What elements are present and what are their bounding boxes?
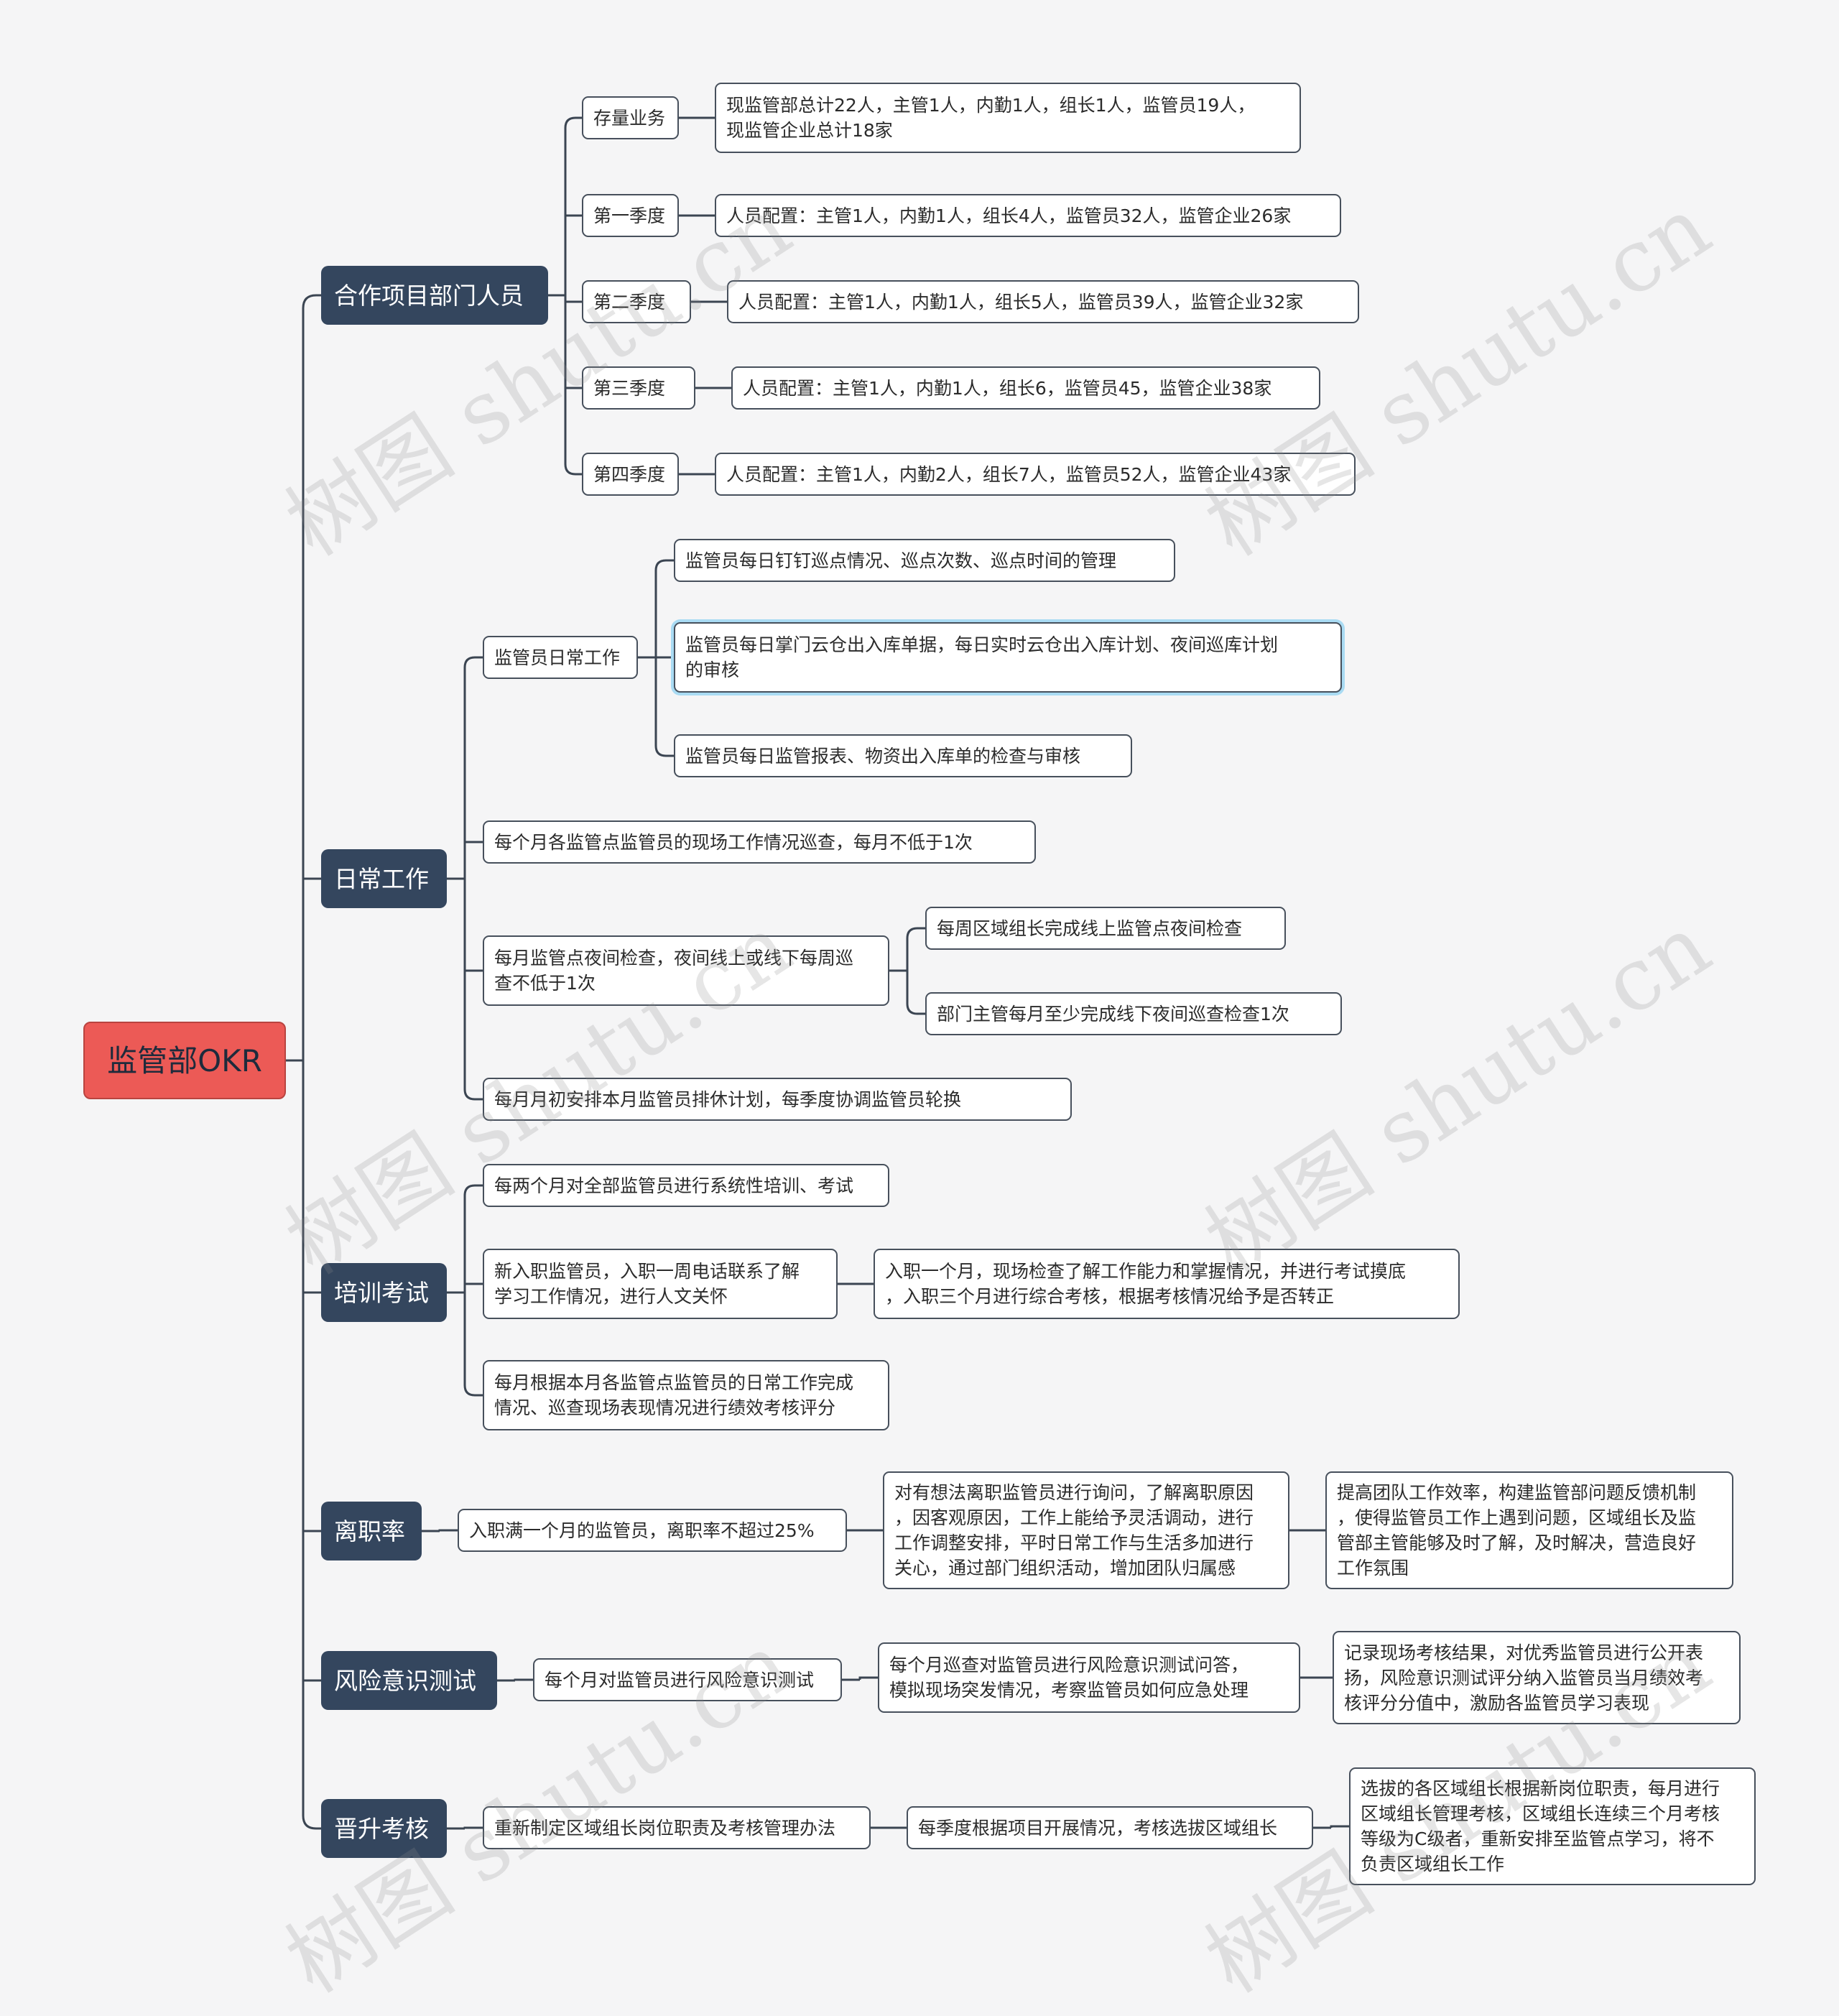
topic-node-b1-3[interactable]: 每月月初安排本月监管员排休计划，每季度协调监管员轮换	[483, 1078, 1072, 1121]
connector-line	[463, 656, 483, 668]
connector-lines	[286, 116, 1349, 1830]
connector-line	[463, 1384, 483, 1397]
topic-node-b1-1[interactable]: 每个月各监管点监管员的现场工作情况巡查，每月不低于1次	[483, 820, 1036, 864]
topic-node-b5-0-0-label: 每季度根据项目开展情况，考核选拔区域组长	[918, 1817, 1278, 1839]
topic-node-b1-0-1-label: 监管员每日掌门云仓出入库单据，每日实时云仓出入库计划、夜间巡库计划 的审核	[685, 634, 1279, 680]
branch-topic-0[interactable]: 合作项目部门人员	[321, 266, 548, 325]
branch-topic-5-label: 晋升考核	[334, 1814, 429, 1843]
topic-node-b0-2[interactable]: 第二季度	[582, 280, 691, 323]
topic-node-b0-0-0-label: 现监管部总计22人，主管1人，内勤1人，组长1人，监管员19人， 现监管企业总计…	[726, 95, 1256, 141]
connector-line	[858, 1676, 878, 1680]
topic-node-b1-2-1[interactable]: 部门主管每月至少完成线下夜间巡查检查1次	[925, 992, 1342, 1035]
topic-node-b2-0[interactable]: 每两个月对全部监管员进行系统性培训、考试	[483, 1164, 889, 1207]
topic-node-b0-4-0[interactable]: 人员配置：主管1人，内勤2人，组长7人，监管员52人，监管企业43家	[715, 453, 1356, 496]
topic-node-b1-0-0-label: 监管员每日钉钉巡点情况、巡点次数、巡点时间的管理	[685, 550, 1117, 571]
topic-node-b5-0[interactable]: 重新制定区域组长岗位职责及考核管理办法	[483, 1806, 871, 1849]
topic-node-b3-0-0-0-label: 提高团队工作效率，构建监管部问题反馈机制 ，使得监管员工作上遇到问题，区域组长及…	[1337, 1482, 1697, 1578]
topic-node-b0-3-0[interactable]: 人员配置：主管1人，内勤1人，组长6，监管员45，监管企业38家	[731, 366, 1320, 410]
topic-node-b3-0[interactable]: 入职满一个月的监管员，离职率不超过25%	[458, 1509, 847, 1552]
topic-node-b2-2[interactable]: 每月根据本月各监管点监管员的日常工作完成 情况、巡查现场表现情况进行绩效考核评分	[483, 1360, 889, 1430]
connector-line	[564, 463, 582, 476]
topic-node-b2-1-0-label: 入职一个月，现场检查了解工作能力和掌握情况，并进行考试摸底 ，入职三个月进行综合…	[885, 1261, 1407, 1307]
topic-node-b0-0[interactable]: 存量业务	[582, 96, 679, 139]
connector-line	[302, 294, 321, 309]
topic-node-b5-0-0-0-label: 选拔的各区域组长根据新岗位职责，每月进行 区域组长管理考核，区域组长连续三个月考…	[1361, 1778, 1720, 1874]
topic-node-b0-0-0[interactable]: 现监管部总计22人，主管1人，内勤1人，组长1人，监管员19人， 现监管企业总计…	[715, 83, 1301, 153]
topic-node-b2-2-label: 每月根据本月各监管点监管员的日常工作完成 情况、巡查现场表现情况进行绩效考核评分	[494, 1372, 854, 1418]
topic-node-b1-1-label: 每个月各监管点监管员的现场工作情况巡查，每月不低于1次	[494, 831, 973, 853]
branch-topic-2-label: 培训考试	[334, 1278, 429, 1307]
branch-topic-3[interactable]: 离职率	[321, 1502, 422, 1560]
topic-node-b0-4[interactable]: 第四季度	[582, 453, 679, 496]
topic-node-b1-0-label: 监管员日常工作	[494, 647, 621, 668]
topic-node-b0-3[interactable]: 第三季度	[582, 366, 695, 410]
topic-node-b1-3-label: 每月月初安排本月监管员排休计划，每季度协调监管员轮换	[494, 1088, 962, 1110]
topic-node-b0-4-label: 第四季度	[593, 463, 666, 485]
branch-topic-4[interactable]: 风险意识测试	[321, 1651, 497, 1710]
branch-topic-1-label: 日常工作	[334, 864, 429, 893]
topic-node-b0-0-label: 存量业务	[593, 107, 666, 129]
topic-node-b0-3-0-label: 人员配置：主管1人，内勤1人，组长6，监管员45，监管企业38家	[743, 377, 1272, 399]
branch-topic-5[interactable]: 晋升考核	[321, 1799, 447, 1858]
connector-line	[654, 559, 674, 571]
topic-node-b4-0-0-0[interactable]: 记录现场考核结果，对优秀监管员进行公开表 扬，风险意识测试评分纳入监管员当月绩效…	[1333, 1631, 1741, 1724]
topic-node-b1-0[interactable]: 监管员日常工作	[483, 636, 638, 679]
topic-node-b1-0-2[interactable]: 监管员每日监管报表、物资出入库单的检查与审核	[674, 734, 1132, 777]
branch-topic-2[interactable]: 培训考试	[321, 1263, 447, 1322]
topic-node-b3-0-0-0[interactable]: 提高团队工作效率，构建监管部问题反馈机制 ，使得监管员工作上遇到问题，区域组长及…	[1325, 1471, 1733, 1589]
topic-node-b0-1-0[interactable]: 人员配置：主管1人，内勤1人，组长4人，监管员32人，监管企业26家	[715, 194, 1341, 237]
connector-line	[906, 1003, 925, 1015]
topic-node-b3-0-0[interactable]: 对有想法离职监管员进行询问，了解离职原因 ，因客观原因，工作上能给予灵活调动，进…	[883, 1471, 1289, 1589]
branch-topic-3-label: 离职率	[334, 1517, 405, 1545]
connector-line	[1330, 1825, 1349, 1828]
topic-node-b0-4-0-label: 人员配置：主管1人，内勤2人，组长7人，监管员52人，监管企业43家	[726, 463, 1292, 485]
topic-node-b3-0-0-label: 对有想法离职监管员进行询问，了解离职原因 ，因客观原因，工作上能给予灵活调动，进…	[894, 1482, 1254, 1578]
connector-line	[463, 1184, 483, 1196]
connector-line	[906, 927, 925, 939]
topic-node-b0-2-0[interactable]: 人员配置：主管1人，内勤1人，组长5人，监管员39人，监管企业32家	[727, 280, 1359, 323]
topic-node-b0-1[interactable]: 第一季度	[582, 194, 679, 237]
branch-topic-4-label: 风险意识测试	[334, 1666, 476, 1695]
topic-node-b1-2-0[interactable]: 每周区域组长完成线上监管点夜间检查	[925, 907, 1286, 950]
root-topic-label: 监管部OKR	[107, 1042, 262, 1078]
connector-line	[654, 745, 674, 757]
topic-node-b4-0-0-0-label: 记录现场考核结果，对优秀监管员进行公开表 扬，风险意识测试评分纳入监管员当月绩效…	[1344, 1642, 1704, 1714]
connector-line	[463, 1088, 483, 1101]
topic-node-b2-1[interactable]: 新入职监管员，入职一周电话联系了解 学习工作情况，进行人文关怀	[483, 1249, 838, 1319]
topic-node-b2-1-0[interactable]: 入职一个月，现场检查了解工作能力和掌握情况，并进行考试摸底 ，入职三个月进行综合…	[874, 1249, 1460, 1319]
root-topic[interactable]: 监管部OKR	[83, 1022, 286, 1099]
topic-node-b2-1-label: 新入职监管员，入职一周电话联系了解 学习工作情况，进行人文关怀	[494, 1261, 800, 1307]
connector-line	[302, 1815, 321, 1830]
branch-topic-0-label: 合作项目部门人员	[334, 281, 524, 310]
topic-node-b0-1-label: 第一季度	[593, 205, 666, 226]
topic-node-b1-2-label: 每月监管点夜间检查，夜间线上或线下每周巡 查不低于1次	[494, 948, 854, 994]
topic-node-b0-3-label: 第三季度	[593, 377, 666, 399]
topic-node-b0-1-0-label: 人员配置：主管1人，内勤1人，组长4人，监管员32人，监管企业26家	[726, 205, 1292, 226]
topic-node-b4-0[interactable]: 每个月对监管员进行风险意识测试	[533, 1658, 842, 1701]
topic-node-b5-0-0[interactable]: 每季度根据项目开展情况，考核选拔区域组长	[907, 1806, 1313, 1849]
topic-node-b1-0-2-label: 监管员每日监管报表、物资出入库单的检查与审核	[685, 745, 1081, 767]
topic-node-b1-2[interactable]: 每月监管点夜间检查，夜间线上或线下每周巡 查不低于1次	[483, 935, 889, 1006]
topic-node-b4-0-0-label: 每个月巡查对监管员进行风险意识测试问答， 模拟现场突发情况，考察监管员如何应急处…	[889, 1655, 1249, 1701]
topic-node-b4-0-0[interactable]: 每个月巡查对监管员进行风险意识测试问答， 模拟现场突发情况，考察监管员如何应急处…	[878, 1642, 1300, 1713]
topic-node-b0-2-label: 第二季度	[593, 291, 666, 313]
branch-topic-1[interactable]: 日常工作	[321, 849, 447, 908]
topic-node-b5-0-label: 重新制定区域组长岗位职责及考核管理办法	[494, 1817, 836, 1839]
topic-node-b1-0-1[interactable]: 监管员每日掌门云仓出入库单据，每日实时云仓出入库计划、夜间巡库计划 的审核	[674, 622, 1342, 693]
mind-map-canvas: 监管部OKR 合作项目部门人员 存量业务 现监管部总计22人，主管1人，内勤1人，组长…	[83, 83, 1756, 2012]
topic-node-b0-2-0-label: 人员配置：主管1人，内勤1人，组长5人，监管员39人，监管企业32家	[738, 291, 1304, 313]
topic-node-b3-0-label: 入职满一个月的监管员，离职率不超过25%	[469, 1520, 815, 1541]
connector-line	[564, 116, 582, 129]
topic-node-b4-0-label: 每个月对监管员进行风险意识测试	[545, 1669, 815, 1691]
topic-node-b1-0-0[interactable]: 监管员每日钉钉巡点情况、巡点次数、巡点时间的管理	[674, 539, 1175, 582]
topic-node-b5-0-0-0[interactable]: 选拔的各区域组长根据新岗位职责，每月进行 区域组长管理考核，区域组长连续三个月考…	[1349, 1767, 1756, 1885]
topic-node-b2-0-label: 每两个月对全部监管员进行系统性培训、考试	[494, 1175, 854, 1196]
topic-node-b1-2-1-label: 部门主管每月至少完成线下夜间巡查检查1次	[937, 1003, 1289, 1025]
topic-node-b1-2-0-label: 每周区域组长完成线上监管点夜间检查	[937, 917, 1243, 939]
connector-line	[438, 1529, 458, 1532]
